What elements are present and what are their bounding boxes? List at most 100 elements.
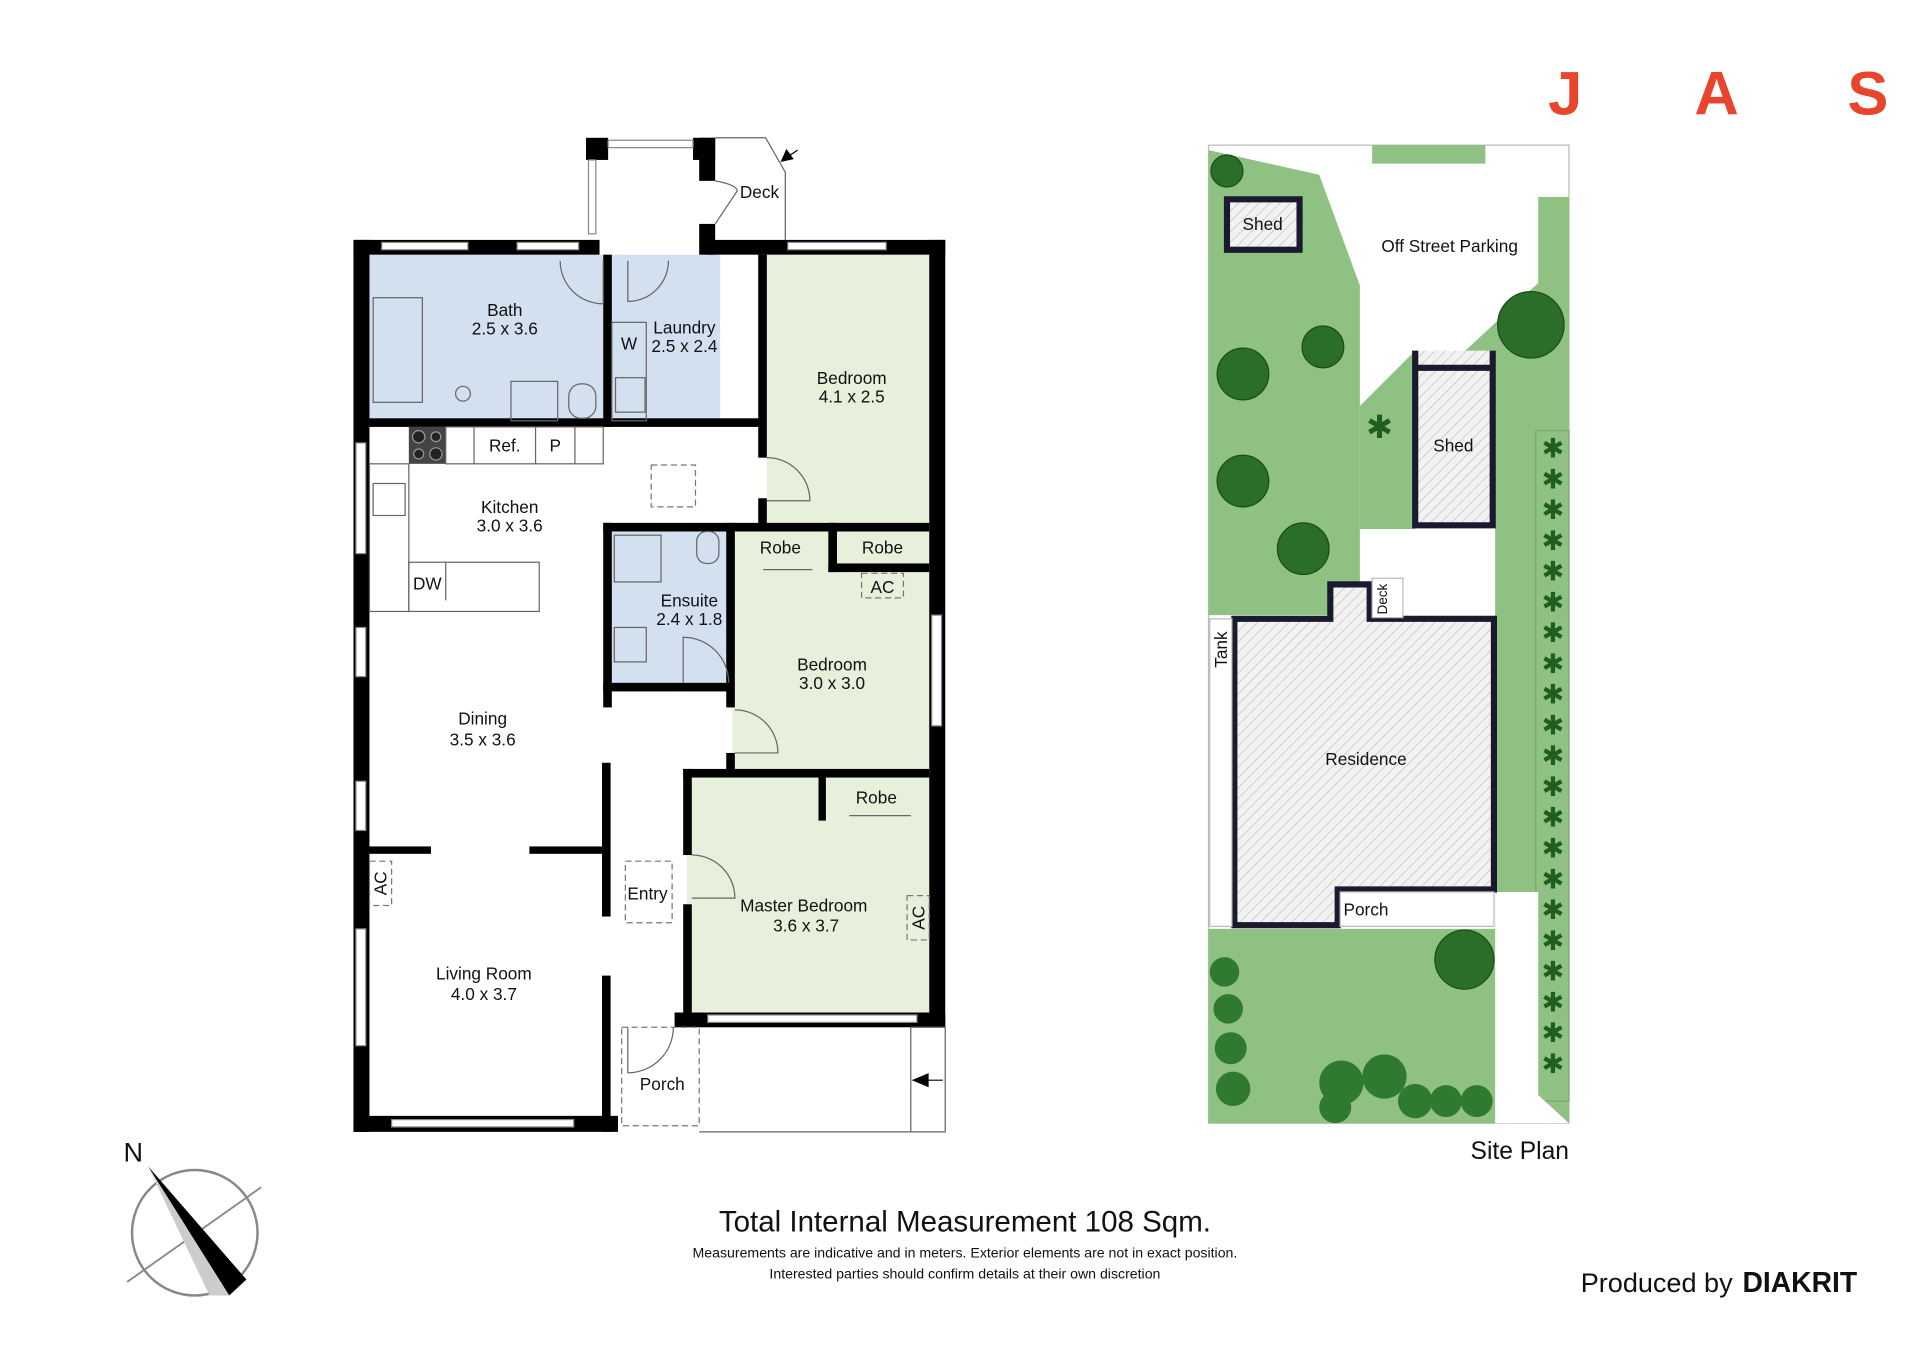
svg-text:✱: ✱ <box>1542 864 1565 894</box>
room-size-laundry: 2.5 x 2.4 <box>651 336 717 356</box>
shrub-icon <box>1209 957 1493 1124</box>
entry-label: Entry <box>627 883 668 903</box>
svg-text:✱: ✱ <box>1542 434 1565 464</box>
tree-icon <box>1276 522 1330 576</box>
room-size-bath: 2.5 x 3.6 <box>472 319 538 339</box>
washer-label: W <box>621 333 638 353</box>
pantry-label: P <box>549 436 561 456</box>
room-name-dining: Dining <box>458 709 507 729</box>
disclaimer-line-1: Measurements are indicative and in meter… <box>692 1244 1237 1260</box>
toilet-icon <box>568 383 597 419</box>
deck-label: Deck <box>1375 584 1390 615</box>
north-compass: N <box>123 1137 262 1297</box>
basin-icon <box>510 380 559 422</box>
site-plan: Shed Shed Off Street Parking Residence D… <box>1207 144 1570 1165</box>
bathtub-icon <box>372 297 423 403</box>
entry-arrow-icon <box>780 148 798 163</box>
room-size-kitchen: 3.0 x 3.6 <box>477 515 543 535</box>
svg-text:✱: ✱ <box>1542 1018 1565 1048</box>
svg-text:✱: ✱ <box>1542 1049 1565 1079</box>
svg-text:✱: ✱ <box>1542 680 1565 710</box>
svg-text:✱: ✱ <box>1542 618 1565 648</box>
svg-text:✱: ✱ <box>1542 557 1565 587</box>
svg-text:✱: ✱ <box>1542 464 1565 494</box>
ac-label: AC <box>371 871 391 895</box>
room-size-bedroom2: 3.0 x 3.0 <box>799 673 865 693</box>
rear-vestibule: Deck <box>585 137 798 255</box>
hedge-row-icon: ✱✱✱✱ ✱✱✱✱ ✱✱✱✱ ✱✱✱✱ ✱✱✱✱ ✱ <box>1542 434 1565 1079</box>
room-size-living: 4.0 x 3.7 <box>451 984 517 1004</box>
ac-label: AC <box>908 906 928 930</box>
tree-icon <box>1301 325 1345 369</box>
site-plan-title: Site Plan <box>1471 1138 1569 1165</box>
producer-logo: DIAKRIT <box>1742 1266 1857 1298</box>
ac-label: AC <box>871 577 895 597</box>
compass-needle-icon <box>148 1166 247 1296</box>
svg-text:✱: ✱ <box>1542 526 1565 556</box>
porch-label: Porch <box>1344 899 1389 919</box>
kitchen-island <box>408 561 540 613</box>
deck-label: Deck <box>740 182 780 202</box>
svg-text:✱: ✱ <box>1542 987 1565 1017</box>
robe-label: Robe <box>862 538 903 558</box>
room-size-master: 3.6 x 3.7 <box>773 915 839 935</box>
brand-letter-a: A <box>1694 59 1738 128</box>
room-name-laundry: Laundry <box>653 317 716 337</box>
entry-mat <box>624 860 673 924</box>
svg-text:✱: ✱ <box>1542 926 1565 956</box>
brand-letter-j: J <box>1548 59 1582 128</box>
shed-small <box>1223 196 1303 253</box>
ensuite-area <box>611 531 729 683</box>
svg-text:✱: ✱ <box>1542 741 1565 771</box>
residence-label: Residence <box>1325 749 1406 769</box>
svg-text:✱: ✱ <box>1542 834 1565 864</box>
shower-icon <box>454 385 471 402</box>
robe-label: Robe <box>856 787 897 807</box>
bath-area <box>369 254 604 421</box>
tree-icon <box>1216 347 1270 401</box>
svg-text:✱: ✱ <box>1542 957 1565 987</box>
room-size-dining: 3.5 x 3.6 <box>450 730 516 750</box>
bedroom1-area <box>766 254 930 566</box>
palm-icon: ✱ <box>1366 409 1393 445</box>
shed-label: Shed <box>1243 214 1283 234</box>
robe-label: Robe <box>760 538 801 558</box>
room-name-bedroom2: Bedroom <box>797 655 867 675</box>
produced-by-label: Produced by <box>1581 1268 1733 1298</box>
room-name-bedroom1: Bedroom <box>817 368 887 388</box>
brand-logo: J A S <box>1548 59 1888 128</box>
fridge-label: Ref. <box>489 436 521 456</box>
floor-plan: Deck <box>353 137 946 1133</box>
laundry-area <box>611 254 721 421</box>
svg-text:✱: ✱ <box>1542 772 1565 802</box>
room-name-kitchen: Kitchen <box>481 497 538 517</box>
shed-label: Shed <box>1433 436 1473 456</box>
door-swing <box>559 260 604 305</box>
residence-footprint <box>1231 581 1498 929</box>
svg-text:✱: ✱ <box>1542 710 1565 740</box>
off-street-parking-label: Off Street Parking <box>1381 236 1518 256</box>
washer-cabinet <box>611 321 647 422</box>
svg-text:✱: ✱ <box>1542 587 1565 617</box>
room-size-ensuite: 2.4 x 1.8 <box>656 609 722 629</box>
svg-text:✱: ✱ <box>1542 803 1565 833</box>
entry-arrow-icon <box>911 1073 943 1088</box>
tree-icon <box>1210 154 1244 188</box>
tree-icon <box>1497 290 1565 359</box>
svg-text:✱: ✱ <box>1542 895 1565 925</box>
laundry-sink-icon <box>614 377 646 413</box>
kitchen-sink-icon <box>372 482 406 517</box>
room-name-living: Living Room <box>436 963 532 983</box>
disclaimer-line-2: Interested parties should confirm detail… <box>769 1265 1160 1281</box>
footer: Total Internal Measurement 108 Sqm. Meas… <box>692 1206 1857 1298</box>
svg-text:✱: ✱ <box>1542 649 1565 679</box>
tree-icon <box>1434 929 1495 990</box>
total-measurement: Total Internal Measurement 108 Sqm. <box>719 1206 1211 1239</box>
tank-label: Tank <box>1211 631 1231 668</box>
room-size-bedroom1: 4.1 x 2.5 <box>819 386 885 406</box>
room-name-master: Master Bedroom <box>740 896 867 916</box>
brand-letter-s: S <box>1847 59 1888 128</box>
north-label: N <box>123 1137 143 1167</box>
svg-text:✱: ✱ <box>1542 495 1565 525</box>
